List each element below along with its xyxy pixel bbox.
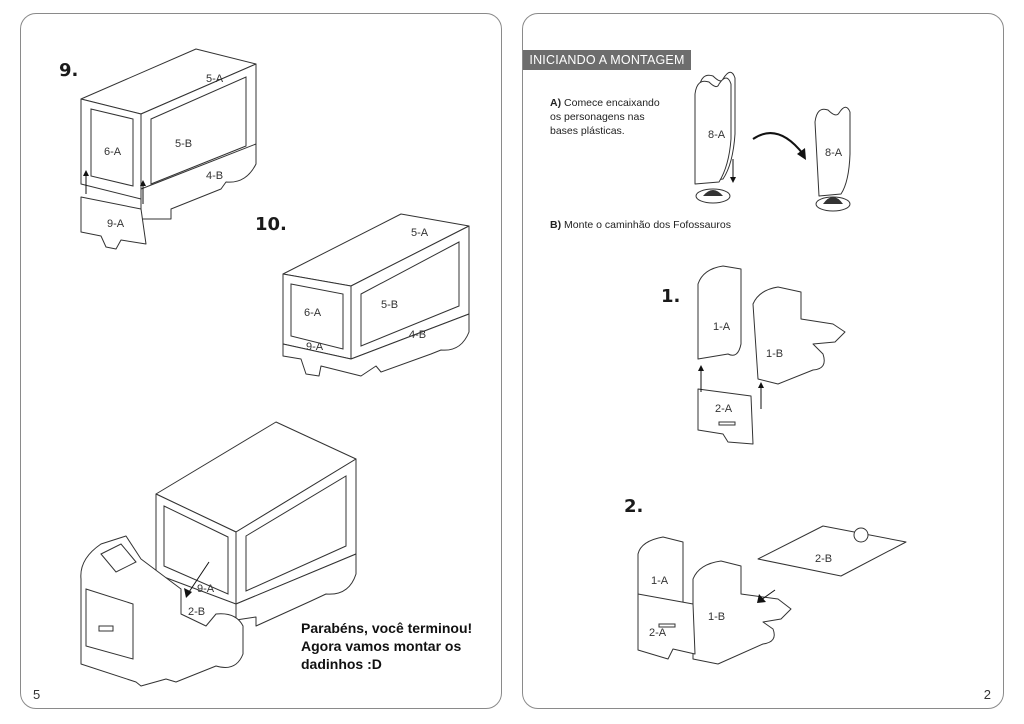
instruction-b-label: B) <box>550 219 562 231</box>
label-5b: 5-B <box>381 299 398 311</box>
right-page: 8-A 8-A 1-A 1-B 2-A <box>522 13 1004 709</box>
final-truck-drawing: 9-A 2-B <box>80 421 357 687</box>
page-number: 2 <box>983 687 991 702</box>
label-9a: 9-A <box>306 341 324 353</box>
label-1a: 1-A <box>651 575 669 587</box>
label-1b: 1-B <box>708 611 725 623</box>
page-number: 5 <box>33 687 41 702</box>
instruction-a: A) Comece encaixando os personagens nas … <box>550 96 665 138</box>
label-8a: 8-A <box>708 129 726 141</box>
label-4b: 4-B <box>409 329 426 341</box>
label-1a: 1-A <box>713 321 731 333</box>
instruction-b-text: Monte o caminhão dos Fofossauros <box>564 219 731 231</box>
label-2b: 2-B <box>188 606 205 618</box>
section-banner: INICIANDO A MONTAGEM <box>523 50 691 70</box>
character-assembly-drawing: 8-A 8-A <box>694 71 851 212</box>
label-8a: 8-A <box>825 147 843 159</box>
step-9-number: 9. <box>59 60 79 81</box>
label-5a: 5-A <box>206 73 224 85</box>
label-9a: 9-A <box>197 583 215 595</box>
label-1b: 1-B <box>766 348 783 360</box>
instruction-a-text: Comece encaixando os personagens nas bas… <box>550 97 660 137</box>
step-1-number: 1. <box>661 286 681 307</box>
label-2b: 2-B <box>815 553 832 565</box>
label-2a: 2-A <box>715 403 733 415</box>
left-page: 5-A 6-A 5-B 4-B 9-A 5-A 6-A 5-B 4-B 9-A <box>20 13 502 709</box>
left-page-illustrations: 5-A 6-A 5-B 4-B 9-A 5-A 6-A 5-B 4-B 9-A <box>80 48 470 687</box>
step-2-drawing: 1-A 1-B 2-A 2-B <box>637 525 907 665</box>
label-5a: 5-A <box>411 227 429 239</box>
step-2-number: 2. <box>624 496 644 517</box>
instruction-b: B) Monte o caminhão dos Fofossauros <box>550 218 810 232</box>
label-6a: 6-A <box>104 146 122 158</box>
instruction-a-label: A) <box>550 97 562 109</box>
label-4b: 4-B <box>206 170 223 182</box>
step-1-drawing: 1-A 1-B 2-A <box>697 265 846 445</box>
step-10-box-drawing: 5-A 6-A 5-B 4-B 9-A <box>282 213 470 377</box>
step-10-number: 10. <box>255 214 287 235</box>
right-page-illustrations: 8-A 8-A 1-A 1-B 2-A <box>637 71 907 665</box>
congrats-message: Parabéns, você terminou! Agora vamos mon… <box>301 620 473 672</box>
label-6a: 6-A <box>304 307 322 319</box>
label-5b: 5-B <box>175 138 192 150</box>
step-9-box-drawing: 5-A 6-A 5-B 4-B 9-A <box>80 48 257 250</box>
label-2a: 2-A <box>649 627 667 639</box>
label-9a: 9-A <box>107 218 125 230</box>
